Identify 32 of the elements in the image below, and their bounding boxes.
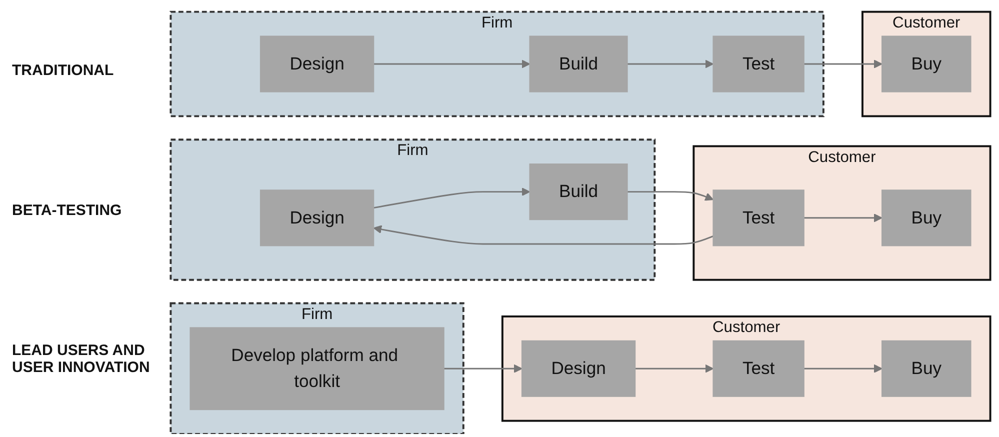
node-box <box>529 35 628 92</box>
cluster <box>501 314 992 422</box>
row-label: TRADITIONAL <box>12 62 115 78</box>
cluster <box>170 10 824 117</box>
cluster <box>170 138 656 280</box>
cluster <box>861 10 992 117</box>
node-box <box>260 35 374 92</box>
node-box <box>529 163 628 220</box>
node-box <box>712 340 804 396</box>
flow-diagram: Firm Customer Firm Customer Firm Customer Design Build Test Buy Build Design Test Buy Develop platform and toolkit Design Test Buy <box>162 4 999 434</box>
arrow <box>373 224 714 244</box>
node-box <box>712 189 804 246</box>
row-label: BETA-TESTING <box>12 202 123 218</box>
arrow <box>444 364 522 372</box>
cluster <box>170 302 464 434</box>
row-label: LEAD USERS AND USER INNOVATION <box>12 342 151 376</box>
arrow <box>635 364 714 372</box>
node-box <box>881 35 972 92</box>
node-box <box>521 340 636 396</box>
arrow <box>627 59 714 68</box>
arrow <box>804 364 882 372</box>
node-box <box>881 189 972 246</box>
arrow <box>374 187 530 208</box>
arrow <box>804 59 882 68</box>
cluster <box>692 144 992 280</box>
node-box <box>712 35 804 92</box>
arrow <box>804 213 882 222</box>
arrow <box>374 59 530 68</box>
node-box <box>190 326 444 410</box>
node-box <box>260 189 374 246</box>
arrow <box>627 190 714 200</box>
node-box <box>881 340 972 396</box>
